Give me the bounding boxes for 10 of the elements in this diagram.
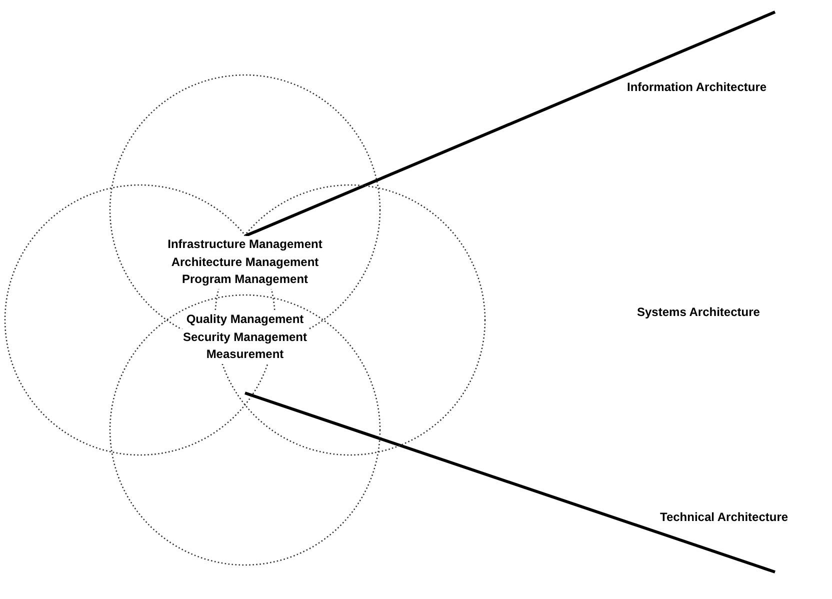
connector-line: [244, 10, 776, 238]
management-area-text: Measurement: [204, 346, 286, 364]
management-area-text: Architecture Management: [169, 254, 321, 271]
management-area-text: Program Management: [180, 271, 310, 288]
architecture-label: Information Architecture: [627, 80, 767, 94]
management-area-text: Quality Management: [184, 311, 306, 328]
architecture-label: Systems Architecture: [637, 305, 760, 319]
management-area-text: Security Management: [180, 328, 310, 346]
architecture-label: Technical Architecture: [660, 510, 788, 524]
management-area-text: Infrastructure Management: [166, 236, 324, 254]
